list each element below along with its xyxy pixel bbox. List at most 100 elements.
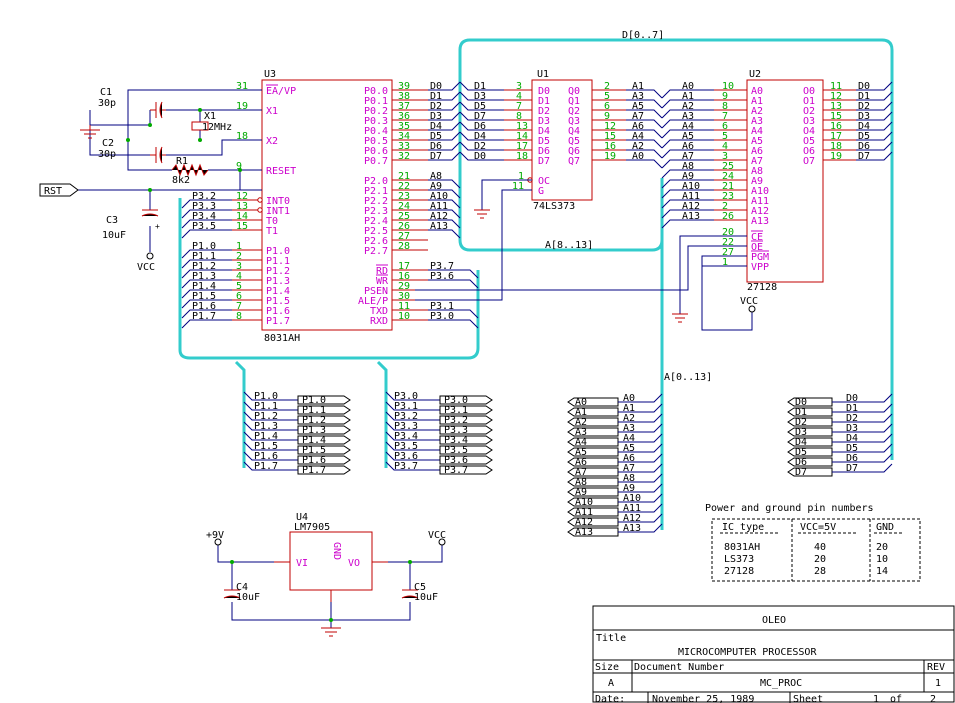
p1-port xyxy=(297,395,351,405)
data-net-label: D2 xyxy=(846,413,858,424)
u2-pin-number: 26 xyxy=(722,211,734,222)
vcc-to-r1 xyxy=(127,140,172,171)
addr-wire xyxy=(618,473,663,483)
u3-net-wire xyxy=(428,81,461,91)
u3-pin-name: RD xyxy=(376,266,388,277)
p3-wire xyxy=(385,391,440,401)
u2-net-wire xyxy=(661,189,714,199)
p3-bus-branch xyxy=(376,360,388,468)
u2-net-wire xyxy=(661,159,714,169)
x1-value: 12MHz xyxy=(202,122,232,133)
u1-net-label: A4 xyxy=(632,131,644,142)
data-net-label: D0 xyxy=(846,393,858,404)
u3-left-net-wire xyxy=(181,299,232,309)
pin-table-header-ic: IC type xyxy=(722,522,764,533)
u3-left-net-wire xyxy=(181,249,232,259)
u2-net-label: D5 xyxy=(858,131,870,142)
u3-net-label: P3.6 xyxy=(430,271,454,282)
u3-left-net-label: P3.3 xyxy=(192,201,216,212)
regulator-vcc-terminal-icon xyxy=(438,538,446,546)
junction-dot xyxy=(148,188,152,192)
tb-date: November 25, 1989 xyxy=(652,694,754,703)
u3-pin-number: 17 xyxy=(398,261,410,272)
u3-pin-name: TXD xyxy=(370,306,388,317)
u3-pin-name: PSEN xyxy=(364,286,388,297)
u1-pin-name: G xyxy=(538,186,544,197)
u1-pin-name: D5 xyxy=(538,136,550,147)
u3-pin-number: 21 xyxy=(398,171,410,182)
tb-sheet-label: Sheet xyxy=(793,694,823,703)
u3-pin-number: 13 xyxy=(236,201,248,212)
u2-pin-name: O6 xyxy=(803,146,815,157)
pin-table-ic: 8031AH xyxy=(724,542,760,553)
u3-pin-name: INT1 xyxy=(266,206,290,217)
u2-pin-number: 9 xyxy=(722,91,728,102)
data-bus-label: D[0..7] xyxy=(622,30,664,41)
u3-net-wire xyxy=(428,141,461,151)
u2-pin-name: A10 xyxy=(751,186,769,197)
u2-pin-number: 6 xyxy=(722,121,728,132)
u1-net-wire xyxy=(626,159,663,169)
c1-ref: C1 xyxy=(100,87,112,98)
u2-net-wire xyxy=(661,109,714,119)
u1-net-label: A6 xyxy=(632,121,644,132)
u2-pin-number: 15 xyxy=(830,111,842,122)
u2-part: 27128 xyxy=(747,282,777,293)
u3-left-net-label: P1.3 xyxy=(192,271,216,282)
p1-port xyxy=(297,465,351,475)
c4-ref: C4 xyxy=(236,582,248,593)
tb-rev: 1 xyxy=(935,678,941,689)
u1-net-wire xyxy=(626,149,663,159)
u3-pin-name: P1.2 xyxy=(266,266,290,277)
u2-body xyxy=(746,79,824,283)
u3-pin-number: 19 xyxy=(236,101,248,112)
c1-symbol xyxy=(150,101,166,119)
u3-pin-number: 3 xyxy=(236,261,242,272)
u3-net-wire xyxy=(428,269,479,279)
u2-pin-number: 22 xyxy=(722,237,734,248)
u1-ref: U1 xyxy=(537,69,549,80)
u1-pin-number: 8 xyxy=(516,111,522,122)
u3-pin-number: 31 xyxy=(236,81,248,92)
u1-pin-name: D3 xyxy=(538,116,550,127)
p1-net-label: P1.0 xyxy=(254,391,278,402)
p1-wire xyxy=(243,411,298,421)
data-port-label: D6 xyxy=(795,457,807,468)
u3-net-wire xyxy=(428,121,461,131)
u2-pin-name: A8 xyxy=(751,166,763,177)
u4-gnd: GND xyxy=(331,542,342,560)
addr-port-label: A10 xyxy=(575,497,593,508)
u2-pin-number: 23 xyxy=(722,191,734,202)
addr-wire xyxy=(618,453,663,463)
addr-net-label: A3 xyxy=(623,423,635,434)
u3-pin-name: P0.2 xyxy=(364,106,388,117)
p1-bus-branch xyxy=(234,360,246,468)
u2-net-label: D7 xyxy=(858,151,870,162)
c5-symbol xyxy=(401,589,419,599)
u1-pin-number: 4 xyxy=(516,91,522,102)
u3-net-label: D3 xyxy=(430,111,442,122)
u2-pin-name: A0 xyxy=(751,86,763,97)
u1-pin-number: 9 xyxy=(604,111,610,122)
u2-pin-name: O0 xyxy=(803,86,815,97)
u3-pin-number: 8 xyxy=(236,311,242,322)
u3-net-label: D5 xyxy=(430,131,442,142)
c3-vcc-label: VCC xyxy=(137,262,155,273)
p1-net-label: P1.5 xyxy=(254,441,278,452)
x1-ref: X1 xyxy=(204,111,216,122)
addr-net-label: A13 xyxy=(623,523,641,534)
u3-net-wire xyxy=(428,179,461,189)
pin-table-vcc: 20 xyxy=(814,554,826,565)
tb-sheet-total: 2 xyxy=(930,694,936,703)
u3-net-label: D4 xyxy=(430,121,442,132)
addr-net-label: A6 xyxy=(623,453,635,464)
pin-table-header-vcc: VCC=5V xyxy=(800,522,836,533)
u2-pin-name: A7 xyxy=(751,156,763,167)
u1-net-label: A7 xyxy=(632,111,644,122)
u3-pin-name: T1 xyxy=(266,226,278,237)
addr-wire xyxy=(618,433,663,443)
